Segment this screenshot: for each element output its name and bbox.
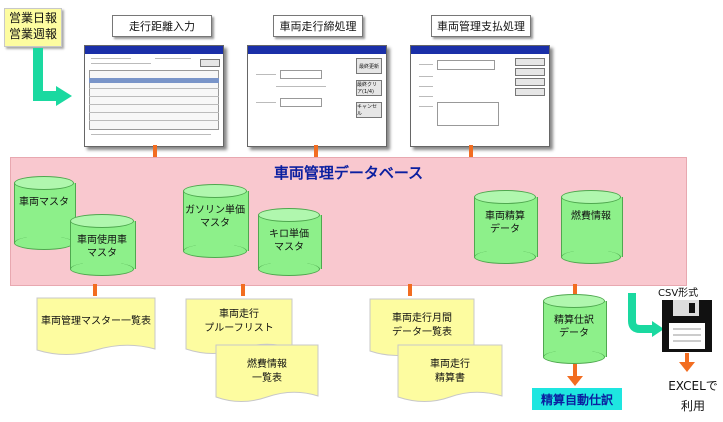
auto-journal-box: 精算自動仕訳	[532, 388, 622, 410]
report-vehicle-master-list: 車両管理マスター一覧表	[36, 297, 156, 359]
db-vehicle-settlement-data: 車両精算 データ	[474, 190, 538, 264]
cancel-button: キャンセル	[356, 102, 382, 118]
screen-label-payment-process: 車両管理支払処理	[431, 15, 531, 37]
sales-report-box: 営業日報 営業週報	[4, 8, 62, 47]
arrow-down-icon	[679, 362, 695, 372]
db-fuel-info: 燃費情報	[561, 190, 623, 264]
screen-titlebar	[248, 46, 386, 54]
connector	[241, 284, 245, 296]
connector	[93, 284, 97, 296]
mini-button	[515, 88, 545, 96]
db-gasoline-price-master: ガソリン単価 マスタ	[183, 184, 249, 258]
screen-titlebar	[85, 46, 223, 54]
report-fuel-info-list: 燃費情報 一覧表	[215, 344, 319, 406]
final-clear-button: 最終クリア(1/4)	[356, 80, 382, 96]
report-label: 車両管理マスター一覧表	[41, 316, 151, 327]
connector	[314, 145, 318, 157]
csv-format-label: CSV形式	[658, 288, 699, 299]
database-title: 車両管理データベース	[273, 164, 424, 182]
report-settlement-statement: 車両走行 精算書	[397, 344, 503, 406]
db-settlement-journal-data: 精算仕訳 データ	[543, 294, 607, 364]
report-label: 車両走行 精算書	[430, 359, 470, 384]
db-km-price-master: キロ単価 マスタ	[258, 208, 322, 276]
mini-button	[515, 58, 545, 66]
sales-report-line2: 営業週報	[8, 27, 57, 41]
db-vehicle-master: 車両マスタ	[14, 176, 76, 250]
screen-payment-process	[410, 45, 550, 147]
export-arrow-icon	[628, 293, 664, 337]
db-label: ガソリン単価 マスタ	[185, 205, 245, 229]
db-label: 車両精算 データ	[485, 211, 525, 235]
mini-button	[515, 68, 545, 76]
report-label: 車両走行 プルーフリスト	[204, 309, 274, 334]
connector	[408, 284, 412, 296]
sales-report-line1: 営業日報	[8, 11, 57, 25]
db-label: 精算仕訳 データ	[554, 315, 594, 339]
db-label: 車両マスタ	[19, 197, 69, 208]
connector	[573, 284, 577, 294]
connector	[153, 145, 157, 157]
screen-label-mileage-input: 走行距離入力	[112, 15, 212, 37]
screen-titlebar	[411, 46, 549, 54]
report-label: 車両走行月間 データ一覧表	[392, 313, 452, 338]
excel-line2: 利用	[680, 399, 705, 413]
db-label: 燃費情報	[571, 211, 611, 222]
db-label: 車両使用車 マスタ	[77, 235, 127, 259]
db-label: キロ単価 マスタ	[269, 229, 309, 253]
final-update-button: 最終更新	[356, 58, 382, 74]
flow-arrow-icon	[33, 48, 72, 106]
screen-closing-process: 最終更新 最終クリア(1/4) キャンセル	[247, 45, 387, 147]
screen-label-closing-process: 車両走行締処理	[273, 15, 363, 37]
connector	[469, 145, 473, 157]
connector	[573, 364, 577, 378]
excel-usage-label: EXCELで 利用	[665, 376, 721, 416]
report-label: 燃費情報 一覧表	[247, 359, 287, 384]
excel-line1: EXCELで	[668, 379, 718, 393]
mini-button	[515, 78, 545, 86]
closing-fields	[256, 70, 342, 136]
connector	[685, 353, 689, 363]
db-vehicle-user-master: 車両使用車 マスタ	[70, 214, 136, 276]
floppy-disk-icon	[662, 300, 712, 352]
screen-mileage-input	[84, 45, 224, 147]
arrow-down-icon	[567, 376, 583, 386]
mini-button	[200, 59, 220, 67]
